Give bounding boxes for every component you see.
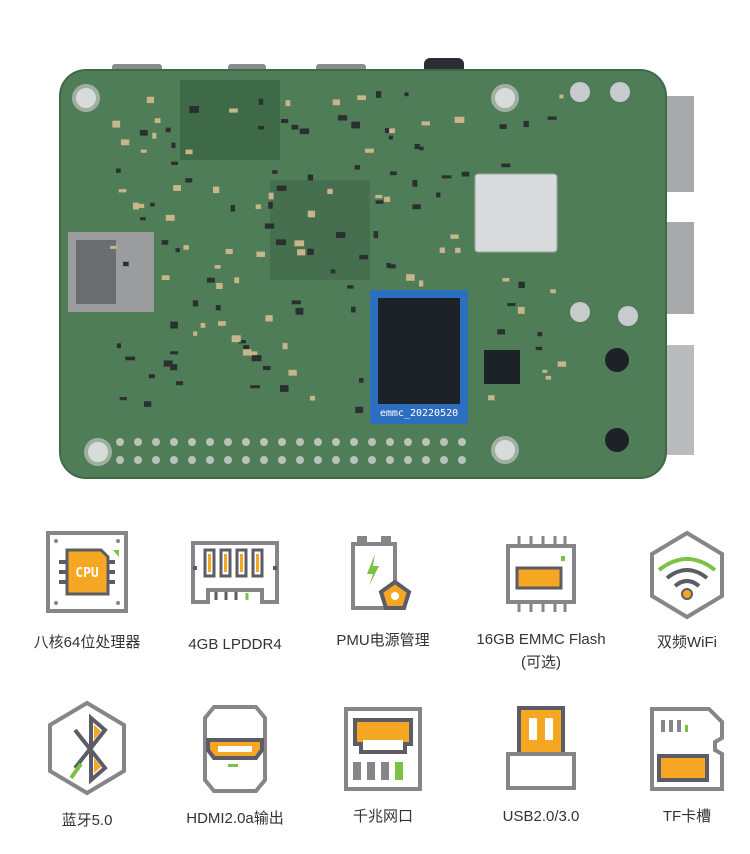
feature-wifi: 双频WiFi	[612, 530, 750, 654]
feature-label: 蓝牙5.0	[61, 812, 113, 829]
cpu-icon: CPU	[46, 531, 128, 613]
cpu-icon-text: CPU	[75, 566, 99, 581]
hdmi-icon	[203, 705, 267, 793]
feature-label: USB2.0/3.0	[502, 808, 580, 825]
ethernet-icon	[344, 707, 422, 791]
feature-ram: 4GB LPDDR4	[160, 540, 310, 656]
feature-hdmi: HDMI2.0a输出	[160, 704, 310, 830]
feature-ethernet: 千兆网口	[308, 706, 458, 828]
tf-card-icon	[650, 707, 724, 791]
ram-icon	[191, 541, 279, 604]
feature-label: PMU电源管理	[336, 632, 430, 649]
feature-bluetooth: 蓝牙5.0	[12, 700, 162, 832]
usb-icon	[506, 706, 576, 790]
feature-tf: TF卡槽	[612, 706, 750, 828]
feature-pmu: PMU电源管理	[308, 534, 458, 652]
feature-cpu: CPU 八核64位处理器	[12, 530, 162, 654]
emmc-chip-label: emmc_20220520	[380, 408, 458, 419]
feature-label: 4GB LPDDR4	[188, 636, 282, 653]
feature-label: 双频WiFi	[657, 634, 717, 651]
feature-label: 八核64位处理器	[33, 634, 141, 651]
feature-usb: USB2.0/3.0	[466, 706, 616, 828]
feature-sublabel: (可选)	[521, 654, 561, 671]
bluetooth-icon	[48, 700, 126, 796]
wifi-icon	[650, 530, 724, 620]
feature-label: HDMI2.0a输出	[186, 810, 284, 827]
feature-label: 千兆网口	[352, 808, 413, 825]
feature-label: TF卡槽	[662, 808, 712, 825]
feature-label: 16GB EMMC Flash	[476, 631, 606, 648]
feature-emmc: 16GB EMMC Flash (可选)	[466, 536, 616, 674]
wifi-module	[474, 173, 558, 253]
flash-chip-icon	[506, 536, 576, 612]
battery-icon	[351, 536, 412, 610]
board-photo: emmc_20220520	[59, 58, 694, 479]
